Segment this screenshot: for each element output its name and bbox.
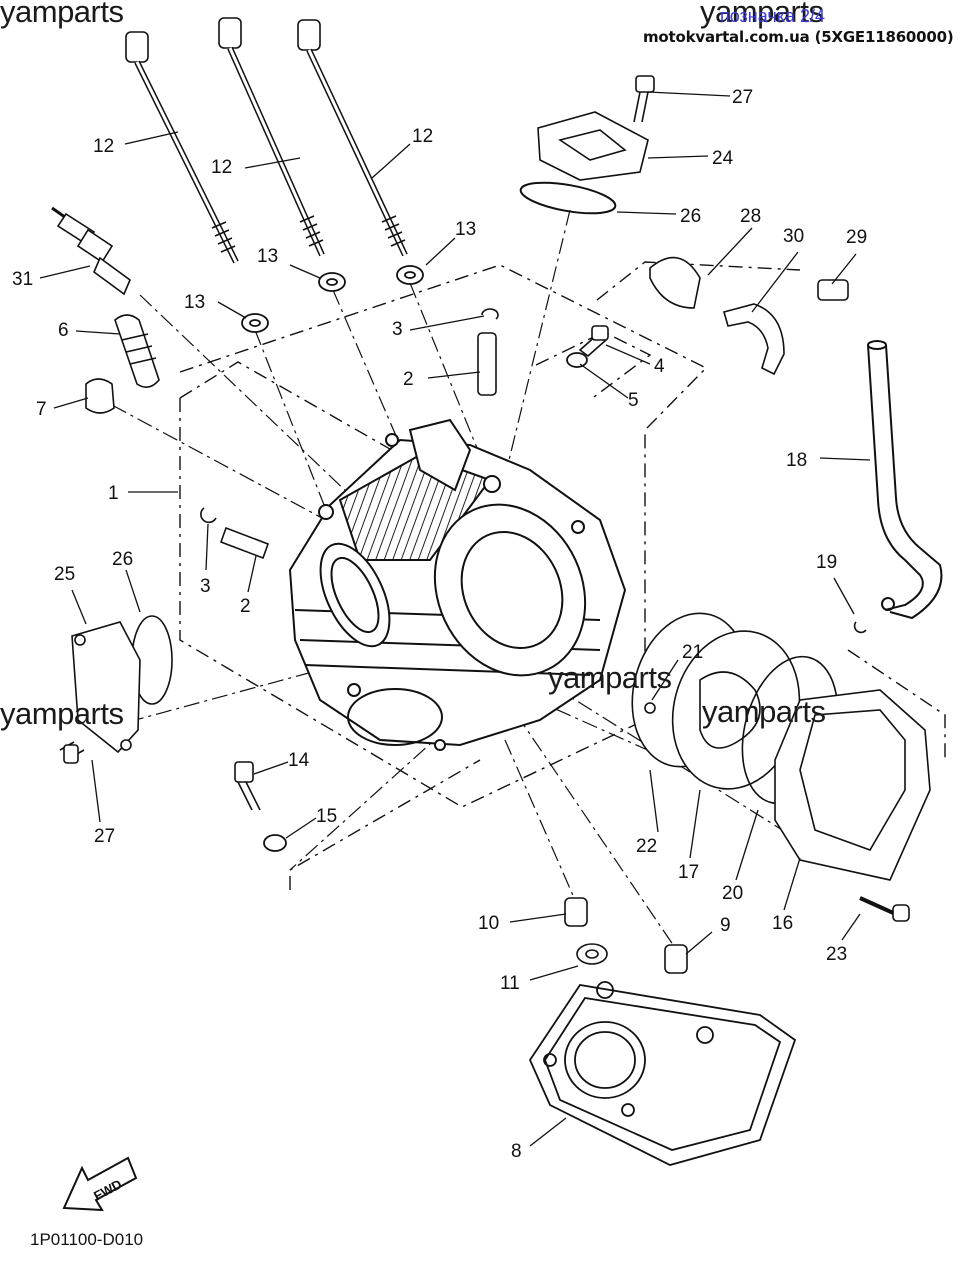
callout-25: 25 — [54, 564, 75, 585]
source-caption: motokvartal.com.ua (5XGE11860000) — [643, 28, 954, 46]
bolt-4 — [578, 325, 609, 358]
callout-29: 29 — [846, 227, 867, 248]
callout-30: 30 — [783, 226, 804, 247]
cylinder-head — [288, 418, 627, 751]
callout-6: 6 — [58, 320, 69, 341]
callout-26-top: 26 — [680, 206, 701, 227]
callout-22: 22 — [636, 836, 657, 857]
callout-12-middle: 12 — [211, 157, 232, 178]
diagram-code: 1P01100-D010 — [30, 1230, 144, 1249]
valve-cap-parts — [85, 314, 160, 414]
side-cover — [59, 615, 173, 764]
callout-12-left: 12 — [93, 136, 114, 157]
bracket-parts — [649, 256, 849, 376]
breather-hose — [867, 340, 943, 620]
callout-26-left: 26 — [112, 549, 133, 570]
tappet-cover-top — [519, 75, 655, 215]
callout-23: 23 — [826, 944, 847, 965]
callout-numbers: 27 24 26 28 30 29 12 12 12 13 13 13 31 6… — [12, 87, 867, 1162]
callout-13-right: 13 — [455, 219, 476, 240]
callout-18: 18 — [786, 450, 807, 471]
watermark-middle-left: yamparts — [0, 696, 124, 731]
valve-guides — [200, 308, 499, 560]
spark-plug — [51, 206, 131, 296]
mark-badge: позначка 2/4 — [720, 6, 826, 26]
callout-7: 7 — [36, 399, 47, 420]
callout-28: 28 — [740, 206, 761, 227]
callout-2-left: 2 — [240, 596, 251, 617]
head-gasket — [528, 981, 797, 1166]
watermark-top-right: yamparts — [700, 0, 824, 29]
callout-9: 9 — [720, 915, 731, 936]
callout-14: 14 — [288, 750, 310, 771]
callout-27-left: 27 — [94, 826, 115, 847]
callout-2-top: 2 — [403, 369, 414, 390]
callout-24: 24 — [712, 148, 734, 169]
callout-15: 15 — [316, 806, 337, 827]
small-bolts — [234, 621, 867, 811]
callout-10: 10 — [478, 913, 499, 934]
callout-21: 21 — [682, 642, 703, 663]
callout-16: 16 — [772, 913, 793, 934]
dowel-pins — [564, 897, 688, 974]
callout-5: 5 — [628, 390, 639, 411]
watermark-middle-right: yamparts — [702, 694, 826, 729]
callout-4: 4 — [654, 356, 665, 377]
callout-3-top: 3 — [392, 319, 403, 340]
callout-31: 31 — [12, 269, 33, 290]
bolt-23 — [892, 904, 910, 922]
cam-cover-assembly — [631, 612, 931, 918]
washers — [241, 265, 588, 852]
callout-8: 8 — [511, 1141, 522, 1162]
callout-13-middle: 13 — [257, 246, 278, 267]
callout-leaders — [39, 91, 871, 1147]
callout-27-top: 27 — [732, 87, 753, 108]
callout-1: 1 — [108, 483, 119, 504]
callout-12-right: 12 — [412, 126, 433, 147]
callout-11: 11 — [500, 973, 520, 994]
watermark-top-left: yamparts — [0, 0, 124, 29]
fwd-arrow: FWD — [62, 1156, 138, 1212]
head-bolts — [125, 17, 408, 264]
callout-3-left: 3 — [200, 576, 211, 597]
callout-20: 20 — [722, 883, 743, 904]
callout-17: 17 — [678, 862, 699, 883]
callout-13-left: 13 — [184, 292, 205, 313]
callout-19: 19 — [816, 552, 837, 573]
watermark-middle: yamparts — [548, 660, 672, 695]
